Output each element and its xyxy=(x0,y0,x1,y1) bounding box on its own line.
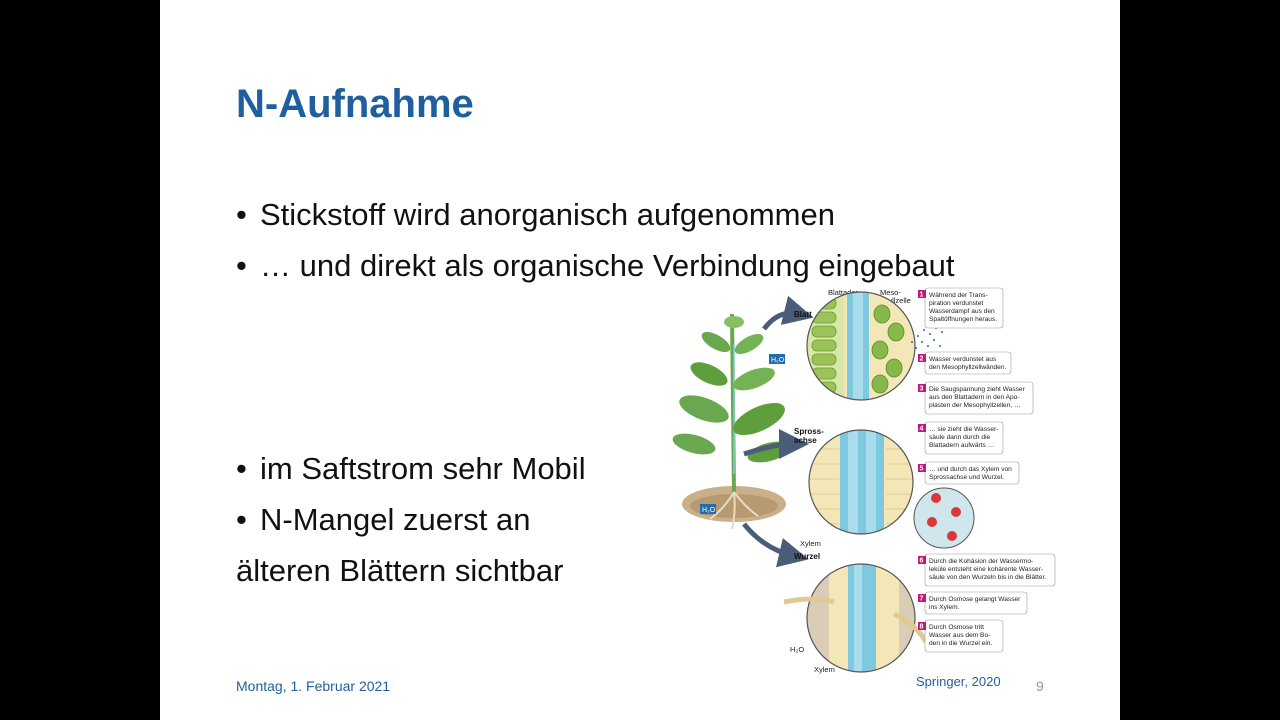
water-transport-figure: H₂O H₂O Blatt Spross- achse Xylem Wurzel… xyxy=(654,284,1074,680)
svg-text:ins Xylem.: ins Xylem. xyxy=(929,604,960,611)
label-xylem-stem: Xylem xyxy=(800,539,821,548)
label-blattader: Blattader xyxy=(828,288,859,297)
letterbox-left xyxy=(0,0,160,720)
bullet-item: • im Saftstrom sehr Mobil xyxy=(236,451,586,487)
slide-title: N-Aufnahme xyxy=(236,82,474,126)
caption-7: 7 Durch Osmose gelangt Wasser ins Xylem. xyxy=(918,591,1028,615)
svg-text:2: 2 xyxy=(920,356,924,363)
svg-text:8: 8 xyxy=(920,624,924,631)
svg-text:Während der Trans-: Während der Trans- xyxy=(929,292,988,299)
label-spross-2: achse xyxy=(794,436,817,445)
svg-text:7: 7 xyxy=(920,596,924,603)
bullet-item: • N-Mangel zuerst an xyxy=(236,502,531,538)
svg-text:… und durch das Xylem von: … und durch das Xylem von xyxy=(929,466,1012,473)
caption-8: 8 Durch Osmose tritt Wasser aus dem Bo- … xyxy=(918,619,1004,653)
label-h2o-soil: H₂O xyxy=(790,645,804,654)
arrow-to-stem-icon xyxy=(743,429,809,460)
svg-text:6: 6 xyxy=(920,558,924,565)
h2o-badge-root-label: H₂O xyxy=(702,507,716,514)
bullet-dot-icon: • xyxy=(236,451,247,486)
svg-text:säule dann durch die: säule dann durch die xyxy=(929,434,991,441)
bullet-text: N-Mangel zuerst an xyxy=(260,502,531,537)
footer-date: Montag, 1. Februar 2021 xyxy=(236,678,391,694)
label-wurzel: Wurzel xyxy=(794,552,820,561)
caption-6: 6 Durch die Kohäsion der Wassermo- lekül… xyxy=(918,553,1056,587)
presentation-slide: N-Aufnahme • Stickstoff wird anorganisch … xyxy=(160,0,1120,720)
svg-text:den Mesophyllzellwänden.: den Mesophyllzellwänden. xyxy=(929,364,1007,371)
leaf-detail-icon xyxy=(807,292,915,400)
label-blatt: Blatt xyxy=(794,310,812,319)
caption-5: 5 … und durch das Xylem von Sprossachse … xyxy=(918,461,1020,485)
bullet-text: Stickstoff wird anorganisch aufgenommen xyxy=(260,197,835,232)
svg-text:Durch die Kohäsion der Wasserm: Durch die Kohäsion der Wassermo- xyxy=(929,558,1033,565)
stem-detail-icon xyxy=(809,430,913,534)
svg-text:Blattadern aufwärts …: Blattadern aufwärts … xyxy=(929,442,994,449)
bullet-dot-icon: • xyxy=(236,248,247,283)
root-hair-icon xyxy=(783,596,835,605)
label-meso-2: phyllzelle xyxy=(880,296,911,305)
svg-text:piration verdunstet: piration verdunstet xyxy=(929,300,983,307)
svg-text:säule von den Wurzeln bis in d: säule von den Wurzeln bis in die Blätter… xyxy=(929,574,1046,581)
footer-source: Springer, 2020 xyxy=(916,674,1001,689)
molecule-icon xyxy=(927,493,961,541)
svg-text:4: 4 xyxy=(920,426,924,433)
svg-text:Durch Osmose gelangt Wasser: Durch Osmose gelangt Wasser xyxy=(929,596,1021,603)
letterbox-right xyxy=(1120,0,1280,720)
water-molecules-icon xyxy=(913,487,975,549)
bullet-dot-icon: • xyxy=(236,502,247,537)
caption-4: 4 … sie zieht die Wasser- säule dann dur… xyxy=(918,421,1004,455)
root-hair-icon xyxy=(892,611,929,644)
svg-text:1: 1 xyxy=(920,292,924,299)
label-spross-1: Spross- xyxy=(794,427,824,436)
caption-3: 3 Die Saugspannung zieht Wasser aus den … xyxy=(918,381,1034,415)
svg-text:5: 5 xyxy=(920,466,924,473)
h2o-badge-root xyxy=(700,504,716,514)
figure-svg: H₂O H₂O Blatt Spross- achse Xylem Wurzel… xyxy=(672,287,1056,674)
bullet-text: … und direkt als organische Verbindung e… xyxy=(260,248,955,283)
svg-text:Wasser verdunstet aus: Wasser verdunstet aus xyxy=(929,356,997,363)
h2o-badge-top-label: H₂O xyxy=(771,357,785,364)
bullet-text: im Saftstrom sehr Mobil xyxy=(260,451,586,486)
bullet-continuation: älteren Blättern sichtbar xyxy=(236,553,564,588)
svg-text:… sie zieht die Wasser-: … sie zieht die Wasser- xyxy=(929,426,998,433)
bullet-item: • Stickstoff wird anorganisch aufgenommen xyxy=(236,197,835,233)
caption-2: 2 Wasser verdunstet aus den Mesophyllzel… xyxy=(918,351,1012,375)
svg-text:Spaltöffnungen heraus.: Spaltöffnungen heraus. xyxy=(929,316,997,323)
svg-text:3: 3 xyxy=(920,386,924,393)
bullet-item: • … und direkt als organische Verbindung … xyxy=(236,248,955,284)
bullet-dot-icon: • xyxy=(236,197,247,232)
vapor-dots-icon xyxy=(911,327,943,349)
svg-text:Durch Osmose tritt: Durch Osmose tritt xyxy=(929,624,984,631)
svg-text:Die Saugspannung zieht Wasser: Die Saugspannung zieht Wasser xyxy=(929,386,1026,393)
svg-text:den in die Wurzel ein.: den in die Wurzel ein. xyxy=(929,640,992,647)
h2o-badge-top xyxy=(769,354,785,364)
label-meso-1: Meso- xyxy=(880,288,901,297)
caption-1: 1 Während der Trans- piration verdunstet… xyxy=(918,287,1004,329)
svg-text:Wasser aus dem Bo-: Wasser aus dem Bo- xyxy=(929,632,990,639)
page-number: 9 xyxy=(1036,678,1044,694)
svg-text:aus den Blattadern in den Apo-: aus den Blattadern in den Apo- xyxy=(929,394,1020,401)
arrow-to-root-icon xyxy=(742,522,809,568)
svg-text:Wasserdampf aus den: Wasserdampf aus den xyxy=(929,308,995,315)
plant-icon xyxy=(672,313,791,530)
svg-text:Sprossachse und Wurzel.: Sprossachse und Wurzel. xyxy=(929,474,1004,481)
label-xylem-root: Xylem xyxy=(814,665,835,674)
svg-text:leküle entsteht eine kohärente: leküle entsteht eine kohärente Wasser- xyxy=(929,566,1043,573)
arrow-to-leaf-icon xyxy=(762,295,814,331)
svg-text:plasten der Mesophyllzellen, …: plasten der Mesophyllzellen, … xyxy=(929,402,1021,409)
